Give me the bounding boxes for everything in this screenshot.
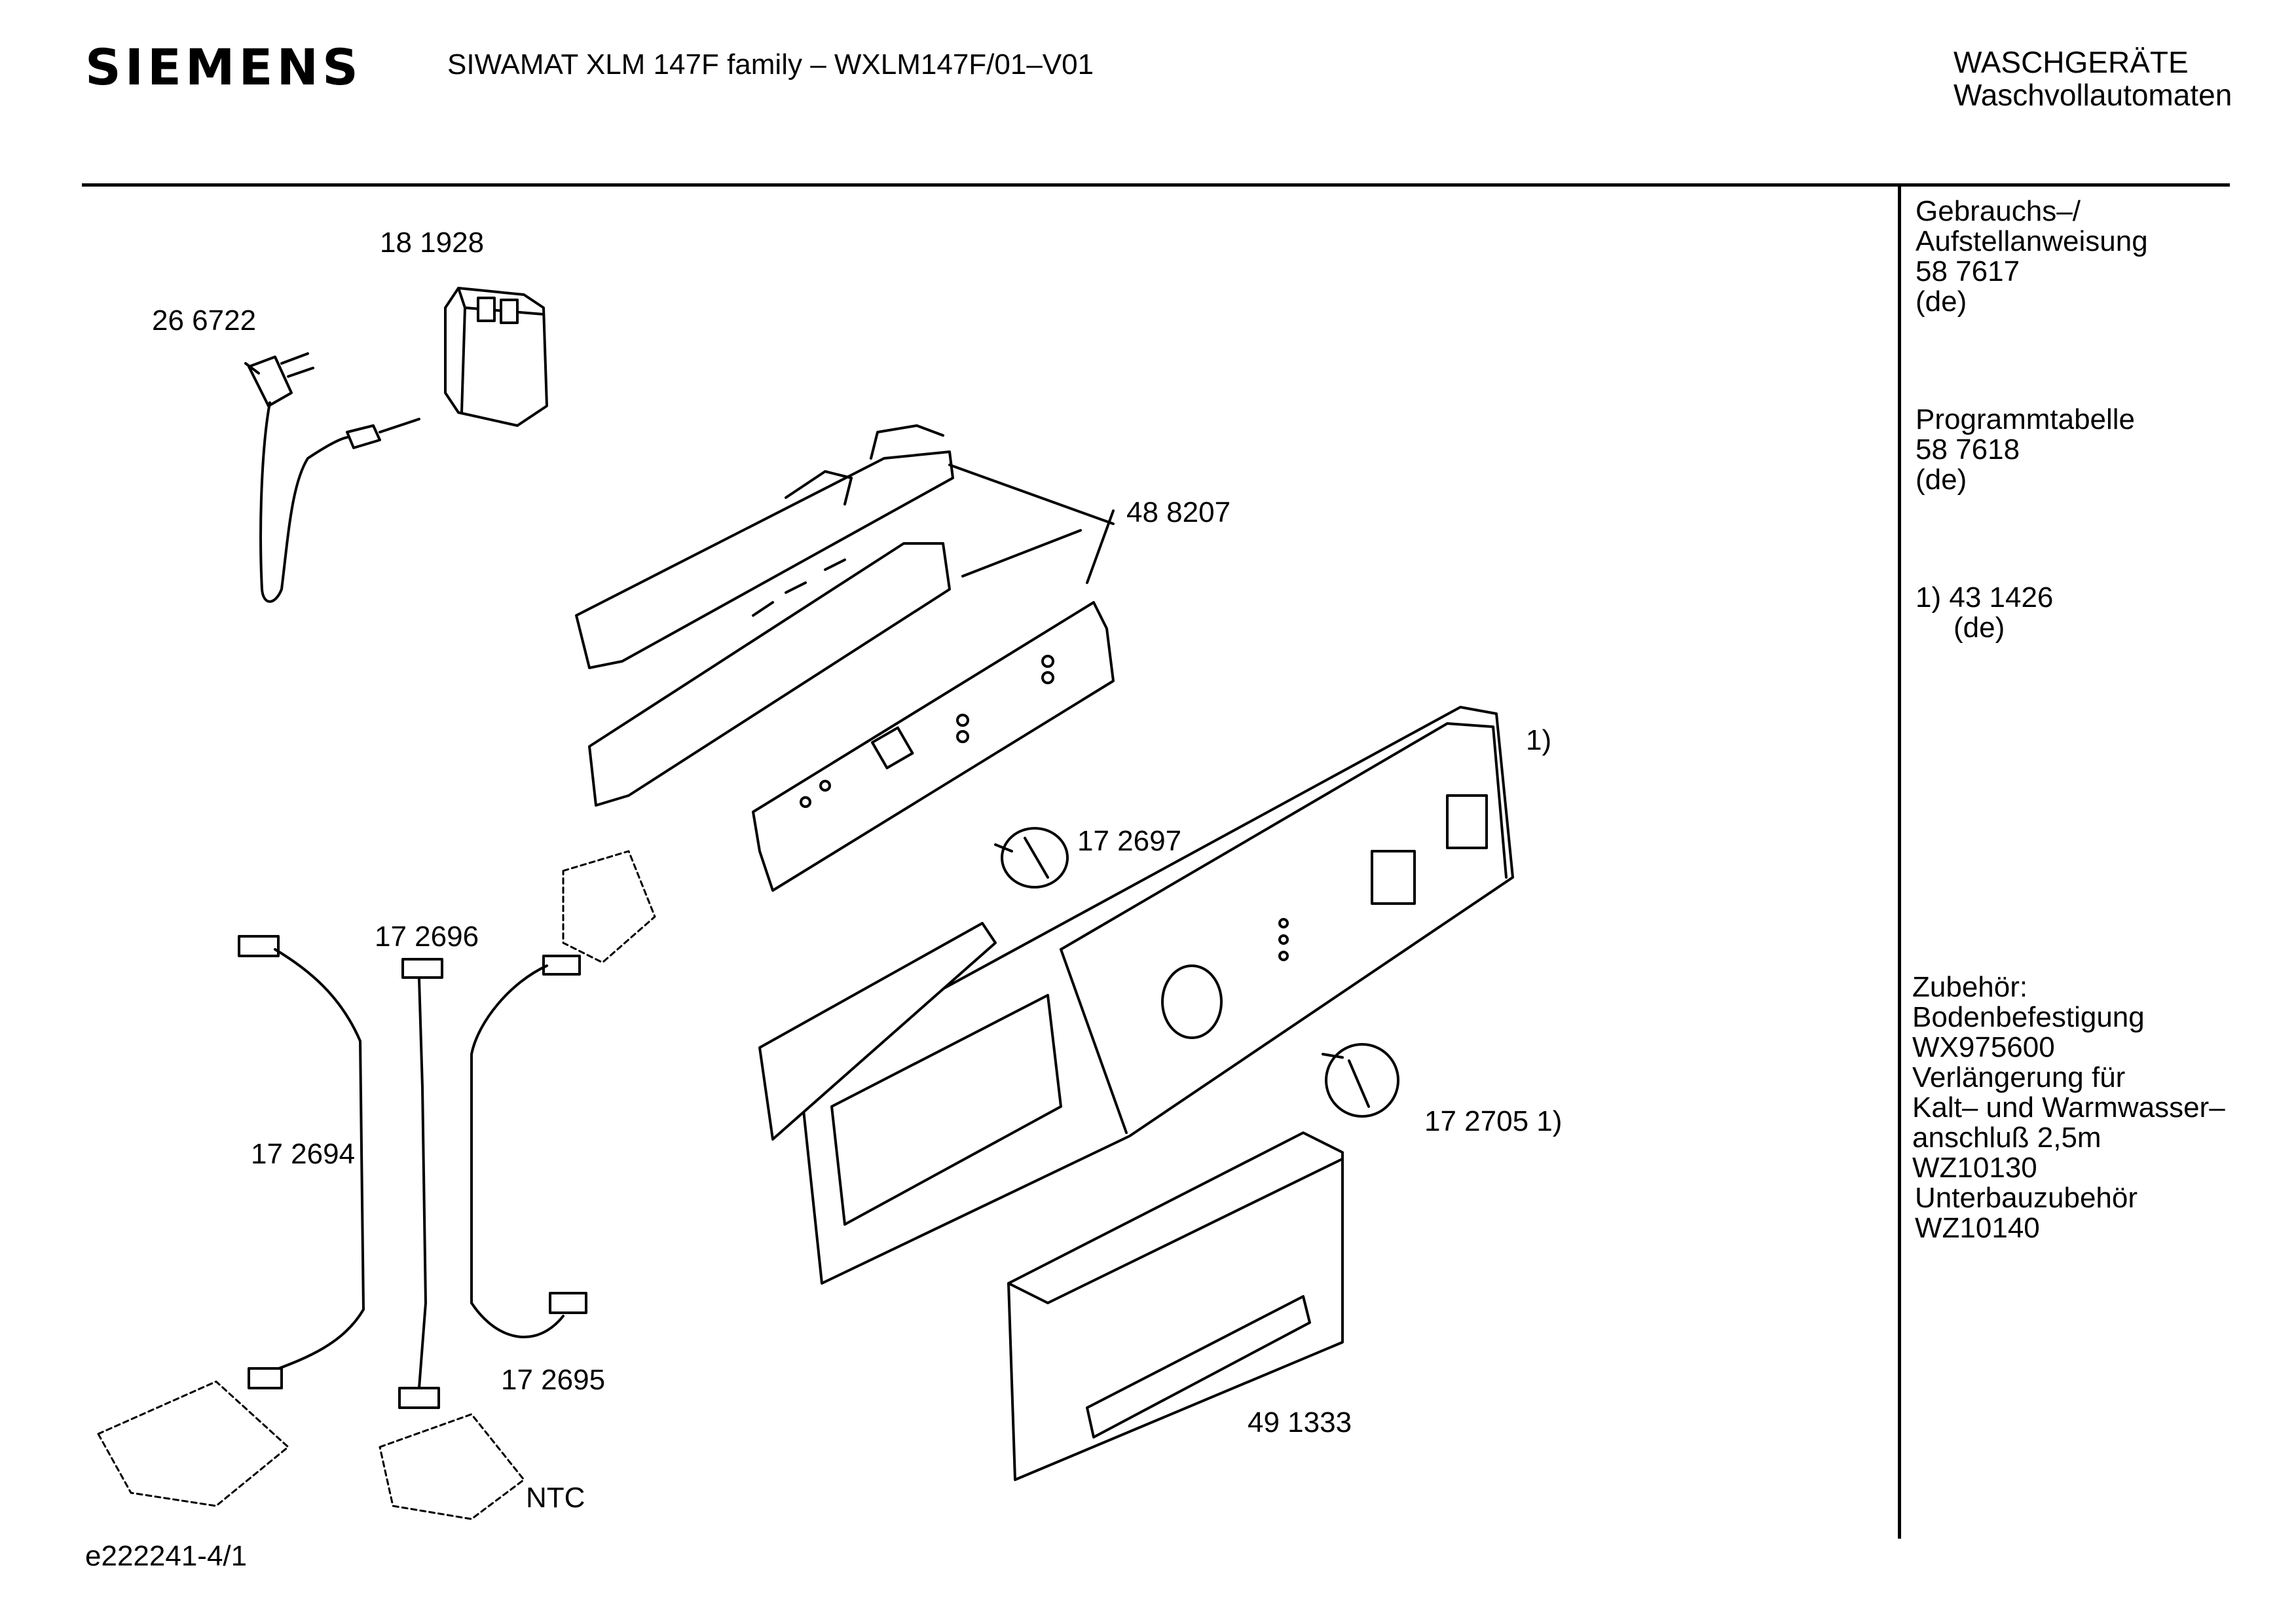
part-label-181928: 18 1928 bbox=[380, 227, 485, 259]
manual-title-2: Aufstellanweisung bbox=[1916, 225, 2148, 257]
part-label-172694: 17 2694 bbox=[251, 1138, 356, 1170]
harness-172696-part bbox=[398, 958, 443, 1409]
header-divider bbox=[82, 183, 2230, 187]
category-title: WASCHGERÄTE bbox=[1953, 45, 2189, 79]
drawer-handle-part bbox=[1007, 1131, 1344, 1481]
accessories-title: Zubehör: bbox=[1912, 971, 2028, 1003]
harness-172694-part bbox=[238, 935, 365, 1389]
power-cord-part bbox=[244, 352, 420, 603]
selector-knob-small-part bbox=[994, 827, 1069, 888]
filter-part bbox=[444, 287, 548, 427]
program-table-title: Programmtabelle bbox=[1916, 403, 2136, 435]
harness-172695-part bbox=[470, 955, 587, 1338]
reference-outlines bbox=[97, 850, 656, 1520]
accessory-2-name-b: Kalt– und Warmwasser– bbox=[1912, 1091, 2225, 1124]
category-subtitle: Waschvollautomaten bbox=[1953, 78, 2232, 112]
manual-language: (de) bbox=[1916, 285, 1967, 318]
part-label-491333: 49 1333 bbox=[1248, 1406, 1352, 1438]
manual-title-1: Gebrauchs–/ bbox=[1916, 195, 2081, 227]
part-footnote-marker: 1) bbox=[1526, 724, 1552, 756]
accessory-1-number: WX975600 bbox=[1912, 1031, 2055, 1063]
program-table-number: 58 7618 bbox=[1916, 433, 2020, 466]
part-label-172695: 17 2695 bbox=[501, 1364, 606, 1396]
accessory-1-name: Bodenbefestigung bbox=[1912, 1001, 2145, 1033]
sidebar-divider bbox=[1898, 183, 1901, 1539]
document-id: e222241-4/1 bbox=[85, 1540, 248, 1572]
footnote-reference: 1) 43 1426 bbox=[1916, 581, 2054, 614]
control-panel-part bbox=[758, 706, 1514, 1285]
program-table-language: (de) bbox=[1916, 464, 1967, 496]
accessory-3-name: Unterbauzubehör bbox=[1915, 1182, 2138, 1214]
control-module-part bbox=[575, 424, 1115, 892]
model-title: SIWAMAT XLM 147F family – WXLM147F/01–V0… bbox=[447, 48, 1094, 81]
part-label-172705: 17 2705 1) bbox=[1424, 1105, 1563, 1137]
part-label-266722: 26 6722 bbox=[152, 304, 257, 337]
manual-number: 58 7617 bbox=[1916, 255, 2020, 287]
accessory-2-name-c: anschluß 2,5m bbox=[1912, 1122, 2102, 1154]
accessory-2-number: WZ10130 bbox=[1912, 1152, 2037, 1184]
part-label-172696: 17 2696 bbox=[375, 921, 479, 953]
part-label-488207: 48 8207 bbox=[1126, 496, 1231, 528]
part-label-ntc: NTC bbox=[526, 1482, 585, 1514]
part-label-172697: 17 2697 bbox=[1077, 825, 1182, 857]
accessory-3-number: WZ10140 bbox=[1915, 1212, 2040, 1244]
footnote-language: (de) bbox=[1953, 612, 2005, 644]
accessory-2-name-a: Verlängerung für bbox=[1912, 1061, 2126, 1093]
siemens-logo: SIEMENS bbox=[85, 38, 362, 96]
selector-knob-large-part bbox=[1322, 1043, 1399, 1118]
